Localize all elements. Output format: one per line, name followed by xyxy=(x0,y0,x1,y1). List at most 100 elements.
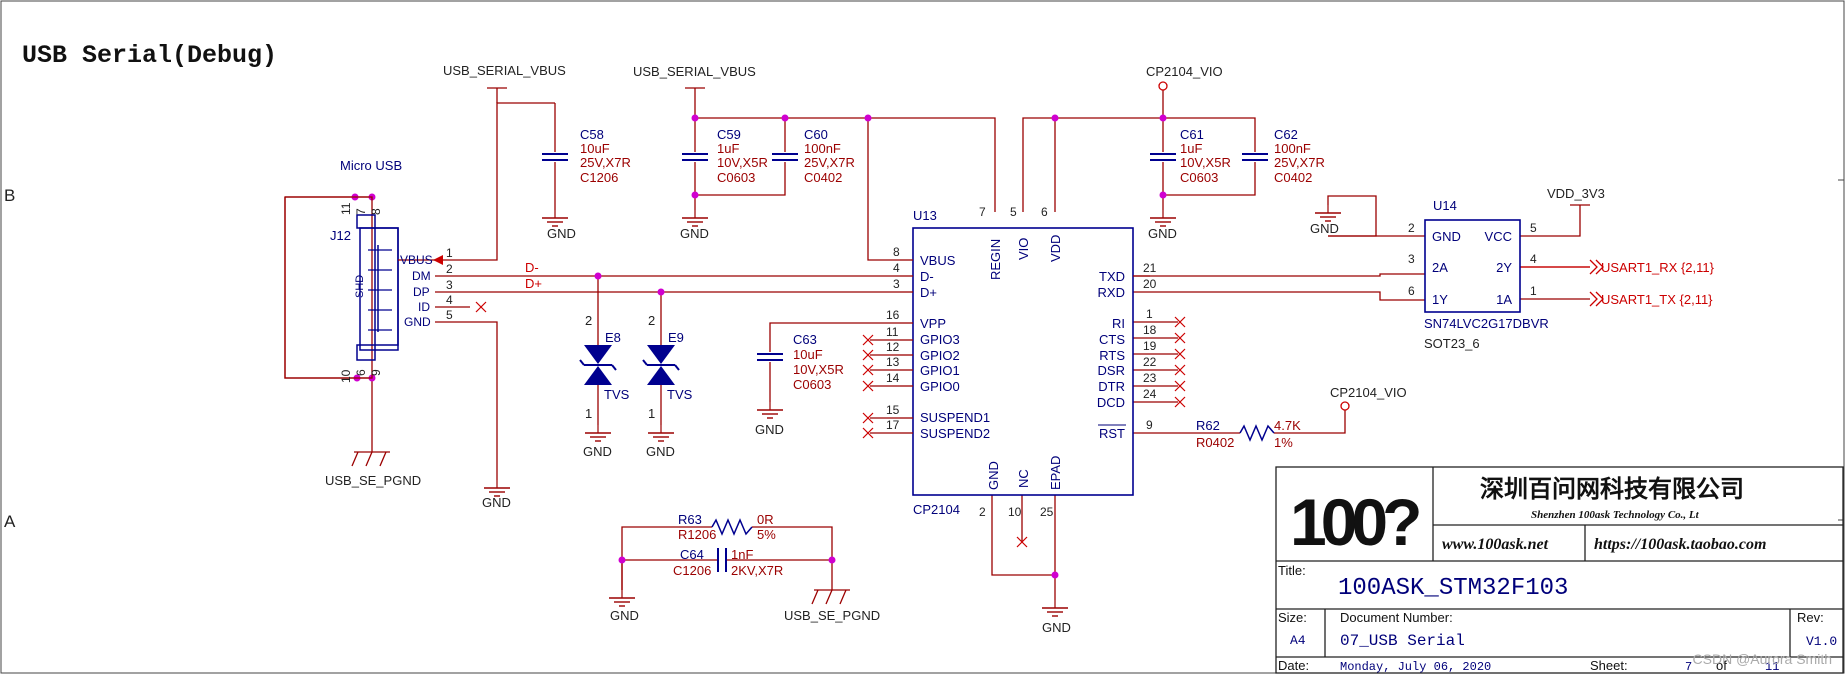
rev-label: Rev: xyxy=(1797,610,1824,625)
u13-num-12: 12 xyxy=(886,340,900,354)
shield-pin-9: 9 xyxy=(369,369,383,376)
u13-num-6: 6 xyxy=(1041,205,1048,219)
connector-pin2-num: 2 xyxy=(446,262,453,276)
connector-pin1-name: VBUS xyxy=(400,253,433,267)
u13-pin-nc: NC xyxy=(1016,469,1031,488)
u13-pin-rst: RST xyxy=(1099,426,1125,441)
gnd-label-e9: GND xyxy=(646,444,675,459)
c58-rating: 25V,X7R xyxy=(580,155,631,170)
gnd-label-c58: GND xyxy=(547,226,576,241)
u14-num-1: 1 xyxy=(1530,284,1537,298)
u14-num-3: 3 xyxy=(1408,252,1415,266)
e8-type: TVS xyxy=(604,387,630,402)
u13-pin-rxd: RXD xyxy=(1098,285,1125,300)
net-label-usart-rx: USART1_RX {2,11} xyxy=(1601,260,1715,275)
u13-num-20: 20 xyxy=(1143,277,1157,291)
c62-ref: C62 xyxy=(1274,127,1298,142)
e8-pin-top: 2 xyxy=(585,313,592,328)
c64-symbol[interactable] xyxy=(717,548,727,572)
connector-pin3-name: DP xyxy=(413,285,430,299)
u13-num-11: 11 xyxy=(886,325,899,339)
gnd-symbol-c58 xyxy=(541,209,569,227)
u13-pin-gpio3: GPIO3 xyxy=(920,332,960,347)
docnum-label: Document Number: xyxy=(1340,610,1453,625)
net-label-vbus2: USB_SERIAL_VBUS xyxy=(633,64,756,79)
pgnd-symbol-c64 xyxy=(811,589,851,605)
u13-num-8: 8 xyxy=(893,245,900,259)
u13-pin-dcd: DCD xyxy=(1097,395,1125,410)
u13-num-10: 10 xyxy=(1008,505,1022,519)
vio-rst-port xyxy=(1340,401,1350,411)
gnd-symbol-u13 xyxy=(1041,599,1069,617)
u13-pin-suspend1: SUSPEND1 xyxy=(920,410,990,425)
u13-pin-txd: TXD xyxy=(1099,269,1125,284)
u14-pin-gnd: GND xyxy=(1432,229,1461,244)
c61-ref: C61 xyxy=(1180,127,1204,142)
r62-package: R0402 xyxy=(1196,435,1234,450)
u14-num-2: 2 xyxy=(1408,221,1415,235)
c62-symbol[interactable] xyxy=(1241,153,1269,161)
sheet-value: 7 xyxy=(1685,660,1692,674)
gnd-label-e8: GND xyxy=(583,444,612,459)
gnd-symbol-c63 xyxy=(756,401,784,419)
connector-pin2-name: DM xyxy=(412,269,431,283)
vbus-arrow xyxy=(433,255,443,265)
sheet-label: Sheet: xyxy=(1590,658,1628,673)
website-link[interactable]: www.100ask.net xyxy=(1442,536,1549,553)
shop-link[interactable]: https://100ask.taobao.com xyxy=(1594,536,1766,553)
u13-num-21: 21 xyxy=(1143,261,1157,275)
c64-value: 1nF xyxy=(731,547,753,562)
u13-num-15: 15 xyxy=(886,403,900,417)
c60-symbol[interactable] xyxy=(771,153,799,161)
e8-symbol[interactable] xyxy=(579,345,617,385)
u13-part: CP2104 xyxy=(913,502,960,517)
shield-pin-6: 6 xyxy=(354,369,368,376)
gnd-label-c61: GND xyxy=(1148,226,1177,241)
r62-symbol[interactable] xyxy=(1239,424,1275,442)
usart-rx-connector[interactable] xyxy=(1520,259,1604,275)
gnd-label-u14: GND xyxy=(1310,221,1339,236)
u13-num-18: 18 xyxy=(1143,323,1157,337)
net-label-vdd3v3: VDD_3V3 xyxy=(1547,186,1605,201)
gnd-symbol-u14 xyxy=(1314,204,1342,222)
net-label-vio-top: CP2104_VIO xyxy=(1146,64,1223,79)
c61-symbol[interactable] xyxy=(1149,153,1177,161)
r63-package: R1206 xyxy=(678,527,716,542)
c58-ref: C58 xyxy=(580,127,604,142)
c62-package: C0402 xyxy=(1274,170,1312,185)
shield-pin-7: 7 xyxy=(354,208,368,215)
r63-symbol[interactable] xyxy=(711,518,753,536)
u13-num-19: 19 xyxy=(1143,339,1157,353)
gnd-label-u13: GND xyxy=(1042,620,1071,635)
c58-symbol[interactable] xyxy=(541,153,569,161)
u14-pin-1a: 1A xyxy=(1496,292,1512,307)
c62-rating: 25V,X7R xyxy=(1274,155,1325,170)
u13-body[interactable] xyxy=(912,227,1134,496)
connector-pin1-num: 1 xyxy=(446,246,453,260)
date-label: Date: xyxy=(1278,658,1309,673)
c63-package: C0603 xyxy=(793,377,831,392)
micro-usb-connector[interactable] xyxy=(284,196,435,379)
logo-100ask: 100? xyxy=(1290,485,1419,559)
u14-num-4: 4 xyxy=(1530,252,1537,266)
r63-tolerance: 5% xyxy=(757,527,776,542)
c58-package: C1206 xyxy=(580,170,618,185)
c60-ref: C60 xyxy=(804,127,828,142)
c61-rating: 10V,X5R xyxy=(1180,155,1231,170)
c63-symbol[interactable] xyxy=(756,353,784,361)
u13-pin-gpio2: GPIO2 xyxy=(920,348,960,363)
usart-tx-connector[interactable] xyxy=(1589,291,1604,307)
gnd-symbol-c59 xyxy=(681,209,709,227)
u14-body[interactable] xyxy=(1424,219,1521,313)
u14-pin-2y: 2Y xyxy=(1496,260,1512,275)
gnd-symbol-r63 xyxy=(608,589,636,607)
c60-value: 100nF xyxy=(804,141,841,156)
c63-ref: C63 xyxy=(793,332,817,347)
u13-num-24: 24 xyxy=(1143,387,1157,401)
e9-symbol[interactable] xyxy=(642,345,680,385)
u13-num-16: 16 xyxy=(886,308,900,322)
c63-rating: 10V,X5R xyxy=(793,362,844,377)
c59-symbol[interactable] xyxy=(681,153,709,161)
title-block xyxy=(1275,466,1844,674)
